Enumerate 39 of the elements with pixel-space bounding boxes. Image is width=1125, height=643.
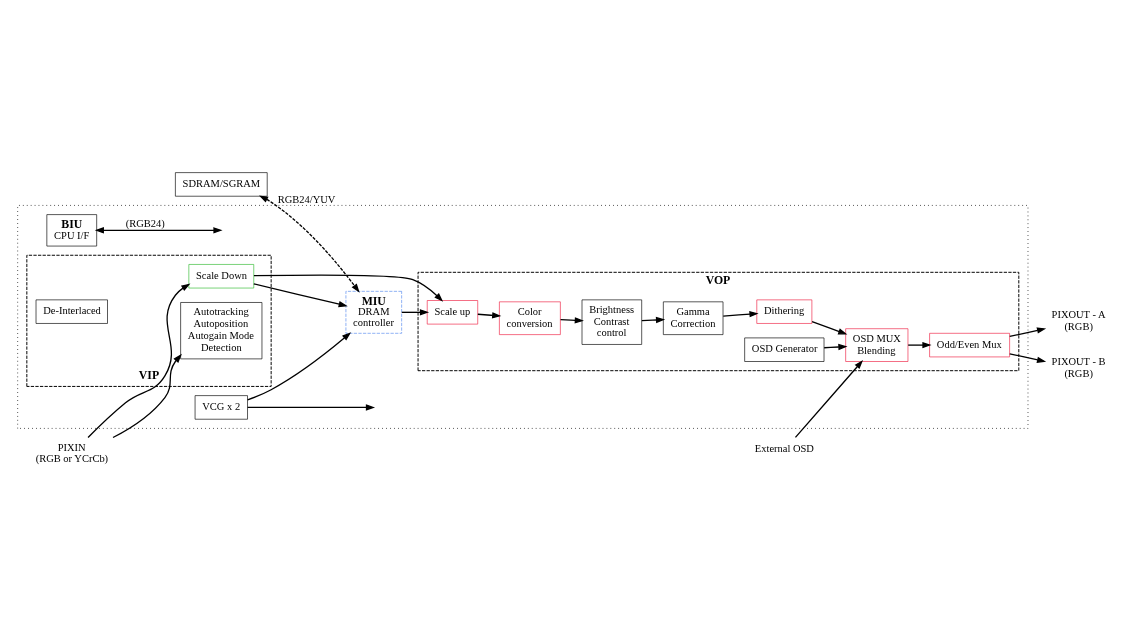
node-box: De-Interlaced [35, 299, 108, 324]
arrow [401, 309, 430, 316]
edge-label: (RGB24) [125, 217, 165, 229]
arrow [794, 360, 864, 439]
node-box: BIU CPU I/F [46, 214, 97, 247]
node-box: Autotracking Autoposition Autogain Mode Detection [180, 302, 263, 360]
node-box: OSD Generator [744, 337, 825, 362]
node-box: Scale Down [188, 264, 255, 289]
node-box: Brightness Contrast control [581, 299, 643, 345]
arrow [1009, 327, 1047, 338]
arrow [477, 312, 502, 319]
node-box: Dithering [756, 299, 813, 324]
node-box: Gamma Correction [663, 301, 724, 335]
node-box: OSD MUX Blending [845, 328, 909, 362]
arrow [94, 227, 223, 234]
edge-label: RGB24/YUV [277, 194, 336, 206]
arrow [87, 283, 191, 439]
arrow [559, 317, 584, 324]
arrow [112, 353, 182, 439]
node-box: VCG x 2 [194, 395, 248, 420]
arrow [811, 320, 848, 335]
arrow [253, 283, 348, 308]
node-box: Scale up [426, 300, 479, 325]
cluster [17, 204, 1029, 429]
node-box: MIU DRAM controller [345, 291, 402, 334]
node-text: External OSD [754, 442, 814, 454]
arrow [246, 332, 352, 401]
node-text: PIXIN (RGB or YCrCb) [35, 441, 109, 465]
node-box: SDRAM/SGRAM [175, 172, 268, 197]
node-text: PIXOUT - B (RGB) [1051, 356, 1106, 380]
node-box: Color conversion [499, 301, 561, 335]
arrow [722, 310, 759, 318]
arrow [1009, 353, 1047, 363]
node-text: PIXOUT - A (RGB) [1051, 309, 1106, 332]
arrow [907, 341, 932, 349]
arrow [253, 274, 444, 302]
arrow [246, 404, 376, 411]
node-box: Odd/Even Mux [929, 333, 1010, 358]
arrow [258, 195, 360, 293]
